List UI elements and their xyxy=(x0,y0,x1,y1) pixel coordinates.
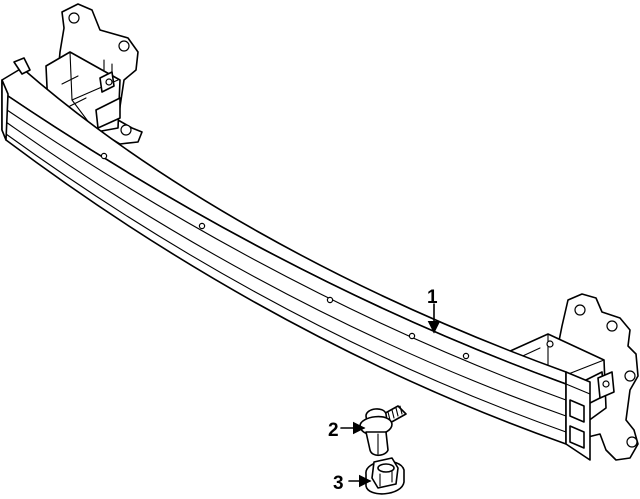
mounting-hole xyxy=(198,222,206,230)
bracket-bolt-hole xyxy=(606,320,618,332)
flange-nut xyxy=(365,457,405,495)
bracket-bolt-hole xyxy=(120,124,132,136)
mounting-hole xyxy=(100,152,108,160)
flange-bolt xyxy=(359,405,407,457)
bracket-bolt-hole xyxy=(626,436,638,448)
bracket-slot xyxy=(546,340,554,348)
callout-2: 2 xyxy=(328,420,339,441)
bracket-bolt-hole xyxy=(574,304,586,316)
mounting-hole xyxy=(408,332,416,340)
bracket-slot xyxy=(105,78,113,86)
bracket-bolt-hole xyxy=(118,40,130,52)
bracket-bolt-hole xyxy=(68,12,80,24)
bumper-reinforcement-beam xyxy=(1,57,591,461)
callout-1: 1 xyxy=(427,287,438,308)
bracket-slot xyxy=(602,380,610,388)
callout-3: 3 xyxy=(333,473,344,494)
mounting-hole xyxy=(462,352,470,360)
bracket-bolt-hole xyxy=(624,370,636,382)
mounting-hole xyxy=(326,296,334,304)
